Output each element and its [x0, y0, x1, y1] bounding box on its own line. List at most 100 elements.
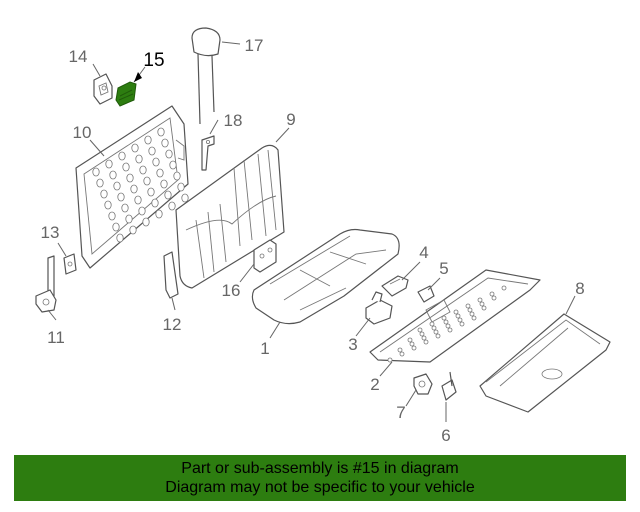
panel-hole — [130, 184, 138, 194]
panel-hole — [157, 127, 165, 137]
part-13-clip — [63, 253, 77, 275]
pan-hole — [409, 341, 415, 347]
callout-8: 8 — [575, 279, 584, 298]
pan-hole — [417, 327, 423, 333]
panel-hole — [100, 189, 108, 199]
part-12-trim — [163, 251, 179, 299]
pan-hole — [423, 339, 429, 345]
seat-pan-holes — [387, 285, 507, 363]
pan-hole — [387, 357, 393, 363]
panel-hole — [135, 154, 143, 164]
part-8-storage-tray — [479, 313, 611, 413]
pan-hole — [453, 309, 459, 315]
part-1-seat-cushion — [251, 228, 400, 325]
panel-hole — [142, 217, 150, 227]
callout-6: 6 — [441, 426, 450, 445]
panel-hole — [155, 209, 163, 219]
panel-hole — [173, 171, 181, 181]
banner-line-2: Diagram may not be specific to your vehi… — [165, 479, 475, 496]
panel-hole — [177, 182, 185, 192]
panel-hole — [164, 190, 172, 200]
callout-4: 4 — [419, 243, 428, 262]
callout-12: 12 — [163, 315, 182, 334]
part-14-latch-cover — [93, 73, 113, 105]
pan-hole — [419, 331, 425, 337]
panel-hole — [160, 179, 168, 189]
part-2-seat-pan — [369, 269, 541, 363]
panel-hole — [92, 167, 100, 177]
pan-hole — [477, 297, 483, 303]
panel-hole — [129, 225, 137, 235]
panel-hole — [116, 233, 124, 243]
pan-hole — [455, 313, 461, 319]
pan-hole — [435, 333, 441, 339]
panel-hole — [105, 159, 113, 169]
panel-hole — [144, 135, 152, 145]
part-4-bracket — [381, 275, 409, 297]
callout-10: 10 — [73, 123, 92, 142]
callout-5: 5 — [439, 259, 448, 278]
pan-hole — [471, 315, 477, 321]
pan-hole — [467, 307, 473, 313]
panel-hole — [143, 176, 151, 186]
panel-hole — [109, 170, 117, 180]
callout-2: 2 — [370, 375, 379, 394]
pan-hole — [431, 325, 437, 331]
part-16-bracket — [253, 239, 277, 273]
panel-hole — [134, 195, 142, 205]
leader-lines — [47, 41, 576, 422]
pan-hole — [445, 323, 451, 329]
pan-hole — [399, 351, 405, 357]
panel-hole — [118, 151, 126, 161]
pan-hole — [407, 337, 413, 343]
callout-17: 17 — [245, 36, 264, 55]
callout-3: 3 — [348, 335, 357, 354]
panel-hole — [104, 200, 112, 210]
parts-diagram: 14 15 17 18 9 10 13 11 12 16 1 4 5 3 2 8… — [35, 27, 611, 445]
pan-hole — [459, 321, 465, 327]
callout-1: 1 — [260, 339, 269, 358]
pan-hole — [501, 285, 507, 291]
part-11-hinge — [35, 255, 57, 313]
part-9-seatback-cushion — [175, 144, 285, 289]
callout-11: 11 — [47, 328, 65, 347]
callout-18: 18 — [224, 111, 243, 130]
panel-hole — [121, 203, 129, 213]
pan-hole — [457, 317, 463, 323]
panel-hole — [168, 201, 176, 211]
panel-hole — [108, 211, 116, 221]
part-5-clip — [417, 285, 435, 303]
pan-hole — [397, 347, 403, 353]
part-18-bracket — [201, 135, 215, 171]
part-15-highlighted — [115, 81, 137, 107]
callout-15-arrowhead — [134, 72, 142, 82]
panel-hole — [125, 214, 133, 224]
part-3-latch — [365, 291, 393, 325]
panel-hole — [161, 138, 169, 148]
panel-hole — [117, 192, 125, 202]
part-7-bushing — [413, 373, 433, 395]
banner-line-1: Part or sub-assembly is #15 in diagram — [181, 460, 459, 477]
panel-hole — [147, 187, 155, 197]
pan-hole — [447, 327, 453, 333]
panel-hole — [169, 160, 177, 170]
pan-hole — [481, 305, 487, 311]
pan-hole — [443, 319, 449, 325]
panel-hole — [122, 162, 130, 172]
panel-hole — [112, 222, 120, 232]
pan-hole — [465, 303, 471, 309]
callout-7: 7 — [396, 403, 405, 422]
callout-9: 9 — [286, 110, 295, 129]
panel-hole — [113, 181, 121, 191]
callout-15: 15 — [143, 50, 164, 71]
callout-labels: 14 15 17 18 9 10 13 11 12 16 1 4 5 3 2 8… — [41, 36, 585, 445]
pan-hole — [469, 311, 475, 317]
callout-13: 13 — [41, 223, 60, 242]
panel-hole — [139, 165, 147, 175]
panel-hole — [96, 178, 104, 188]
part-17-headrest — [191, 27, 221, 125]
panel-hole — [165, 149, 173, 159]
pan-hole — [433, 329, 439, 335]
panel-hole — [148, 146, 156, 156]
panel-hole — [131, 143, 139, 153]
